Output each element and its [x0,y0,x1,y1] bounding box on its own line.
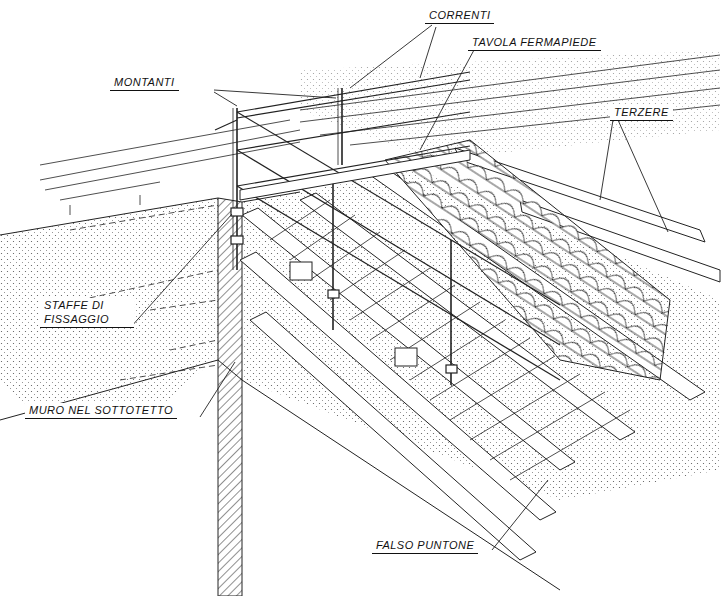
part-label: TERZERE [610,105,673,121]
part-label: STAFFE DI FISSAGGIO [40,298,134,328]
part-label: CORRENTI [425,8,494,24]
part-label: MONTANTI [110,75,179,91]
leader-lines [130,25,668,550]
part-label: MURO NEL SOTTOTETTO [25,403,177,419]
part-label: FALSO PUNTONE [372,538,478,554]
part-label: TAVOLA FERMAPIEDE [468,35,601,51]
